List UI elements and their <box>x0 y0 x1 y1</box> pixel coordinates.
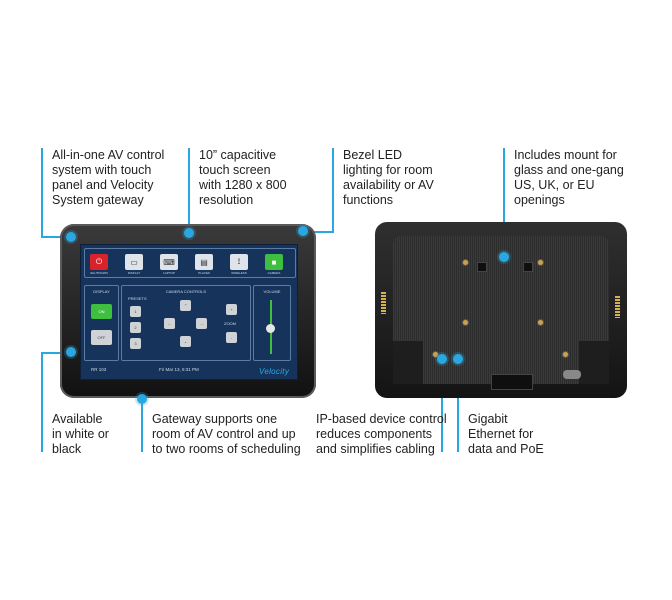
callout-ip: IP-based device control reduces componen… <box>316 412 447 456</box>
room-label: RR 103 <box>91 367 107 372</box>
callout-line-all-in-one-h <box>41 236 69 238</box>
housing-step-right <box>579 341 609 384</box>
callout-line-gigabit <box>457 358 459 452</box>
callout-dot-bezel <box>298 226 308 236</box>
callout-all-in-one: All-in-one AV control system with touch … <box>52 148 165 207</box>
pan-right-button[interactable]: → <box>196 318 207 329</box>
velocity-logo: Velocity <box>259 367 290 376</box>
player-source-button[interactable]: ▤ <box>195 254 213 270</box>
display-source-button[interactable]: ▭ <box>125 254 143 270</box>
pan-up-button[interactable]: ⌃ <box>180 300 191 311</box>
callout-mount: Includes mount for glass and one-gang US… <box>514 148 624 207</box>
cable-clip <box>563 370 581 379</box>
display-source-label: DISPLAY <box>127 271 141 275</box>
preset-2-button[interactable]: 2 <box>130 322 141 333</box>
housing-step-left <box>393 341 423 384</box>
volume-title: VOLUME <box>263 289 281 294</box>
callout-dot-gigabit <box>453 354 463 364</box>
shutdown-label: SHUTDOWN <box>90 271 108 275</box>
camera-source-button[interactable]: ■ <box>265 254 283 270</box>
callout-dot-mount <box>499 252 509 262</box>
display-title: DISPLAY <box>93 289 110 294</box>
zoom-in-button[interactable]: + <box>226 304 237 315</box>
laptop-source-label: LAPTOP <box>163 271 175 275</box>
callout-line-mount <box>503 148 505 256</box>
source-bar: ⏻ SHUTDOWN ▭ DISPLAY ⌨ LAPTOP ▤ PLAYER ⟟… <box>84 248 296 278</box>
display-on-button[interactable]: ON <box>91 304 112 319</box>
preset-1-button[interactable]: 1 <box>130 306 141 317</box>
wireless-source-label: WIRELESS <box>231 271 247 275</box>
callout-line-capacitive <box>188 148 190 232</box>
camera-controls-title: CAMERA CONTROLS <box>165 289 207 294</box>
preset-3-button[interactable]: 3 <box>130 338 141 349</box>
callout-dot-capacitive <box>184 228 194 238</box>
shutdown-button[interactable]: ⏻ <box>90 254 108 270</box>
display-off-button[interactable]: OFF <box>91 330 112 345</box>
mount-screw <box>563 352 568 357</box>
zoom-out-button[interactable]: - <box>226 332 237 343</box>
callout-line-color-h <box>41 352 69 354</box>
callout-dot-all-in-one <box>66 232 76 242</box>
rear-slot <box>477 262 487 272</box>
callout-line-color <box>41 352 43 452</box>
mount-screw <box>538 320 543 325</box>
callout-dot-gateway <box>137 394 147 404</box>
presets-title: PRESETS <box>128 296 147 301</box>
callout-gateway: Gateway supports one room of AV control … <box>152 412 301 456</box>
datetime-label: Fri Mar 13, 6:31 PM <box>159 367 199 372</box>
player-source-label: PLAYER <box>198 271 210 275</box>
callout-gigabit: Gigabit Ethernet for data and PoE <box>468 412 544 456</box>
ethernet-port[interactable] <box>491 374 533 390</box>
mount-screw <box>538 260 543 265</box>
laptop-source-button[interactable]: ⌨ <box>160 254 178 270</box>
callout-dot-ip <box>437 354 447 364</box>
callout-line-bezel-h <box>306 231 334 233</box>
touch-screen: ⏻ SHUTDOWN ▭ DISPLAY ⌨ LAPTOP ▤ PLAYER ⟟… <box>80 244 298 380</box>
callout-line-ip <box>441 358 443 452</box>
callout-line-all-in-one <box>41 148 43 236</box>
zoom-label: ZOOM <box>224 321 236 326</box>
mount-screw <box>463 320 468 325</box>
callout-capacitive: 10” capacitive touch screen with 1280 x … <box>199 148 287 207</box>
camera-controls-panel: CAMERA CONTROLS PRESETS 1 2 3 ⌃ ← → ⌄ + … <box>121 285 251 361</box>
callout-line-bezel <box>332 148 334 232</box>
callout-color: Available in white or black <box>52 412 109 456</box>
camera-source-label: CAMERA <box>267 271 281 275</box>
wireless-source-button[interactable]: ⟟ <box>230 254 248 270</box>
touch-panel-front: ⏻ SHUTDOWN ▭ DISPLAY ⌨ LAPTOP ▤ PLAYER ⟟… <box>60 224 316 398</box>
pan-left-button[interactable]: ← <box>164 318 175 329</box>
callout-line-gateway <box>141 398 143 452</box>
spring-clip-left <box>381 292 386 314</box>
spring-clip-right <box>615 296 620 318</box>
mount-screw <box>463 260 468 265</box>
callout-bezel: Bezel LED lighting for room availability… <box>343 148 434 207</box>
rear-slot <box>523 262 533 272</box>
back-housing <box>393 236 609 390</box>
volume-panel: VOLUME <box>253 285 291 361</box>
pan-down-button[interactable]: ⌄ <box>180 336 191 347</box>
callout-dot-color <box>66 347 76 357</box>
mount-screw <box>433 352 438 357</box>
touch-panel-back <box>375 222 627 398</box>
volume-handle[interactable] <box>266 324 275 333</box>
display-panel: DISPLAY ON OFF <box>84 285 119 361</box>
